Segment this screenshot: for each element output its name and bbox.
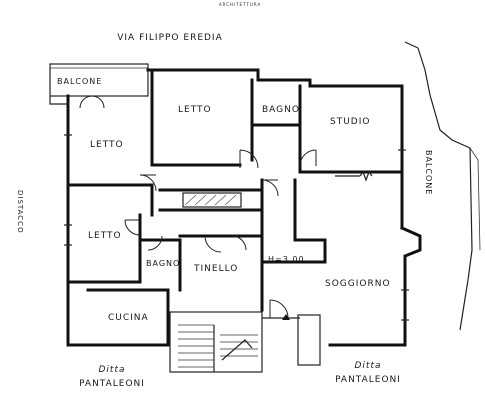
neighbor-right-label: Ditta — [354, 361, 381, 371]
radiator — [335, 170, 373, 182]
room-label-letto-bottom: LETTO — [88, 231, 122, 241]
stairwell — [169, 311, 321, 373]
doors — [79, 95, 317, 319]
neighbor-right-name: PANTALEONI — [335, 375, 401, 385]
wardrobe — [182, 192, 242, 208]
room-label-bagno-top: BAGNO — [262, 105, 300, 115]
room-label-balcone-right: BALCONE — [424, 150, 433, 195]
room-label-tinello: TINELLO — [193, 264, 238, 274]
room-label-cucina: CUCINA — [108, 313, 149, 323]
room-label-letto-top: LETTO — [178, 105, 212, 115]
neighbor-left-label: Ditta — [98, 365, 125, 375]
windows — [64, 134, 409, 321]
property-boundary-right — [404, 41, 481, 331]
room-label-letto-left: LETTO — [90, 140, 124, 150]
top-mark: ARCHITETTURA — [219, 2, 261, 7]
room-label-studio: STUDIO — [330, 117, 370, 127]
room-label-balcone-top: BALCONE — [57, 77, 102, 86]
neighbor-left-name: PANTALEONI — [79, 379, 145, 389]
street-label: VIA FILIPPO EREDIA — [117, 33, 223, 43]
room-label-soggiorno: SOGGIORNO — [325, 279, 391, 289]
distacco-label: DISTACCO — [16, 190, 24, 234]
room-label-bagno-small: BAGNO — [146, 259, 180, 268]
pillar-marker — [282, 314, 290, 320]
balcony-top-left — [49, 63, 149, 97]
ceiling-height-label: H=3.00 — [268, 255, 305, 264]
interior-walls — [66, 68, 404, 347]
